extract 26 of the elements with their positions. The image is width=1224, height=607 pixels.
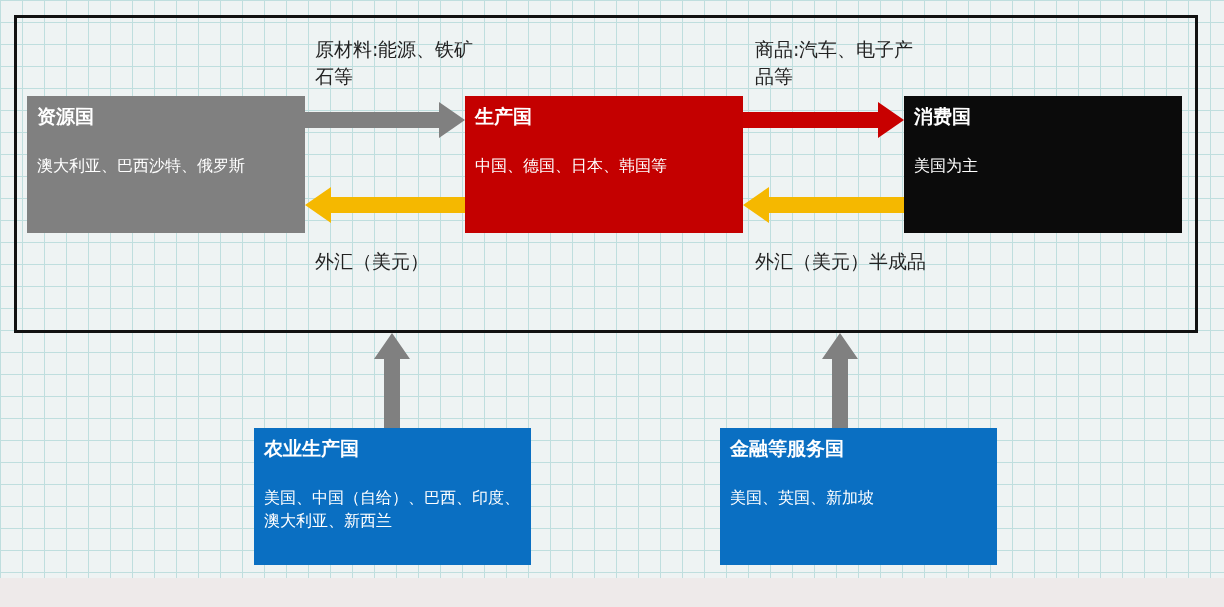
box-heading: 金融等服务国 xyxy=(730,436,845,461)
edge-label: 商品:汽车、电子产品等 xyxy=(755,37,915,89)
edge-label: 原材料:能源、铁矿石等 xyxy=(315,37,475,89)
country-group-box xyxy=(465,96,743,233)
block-arrow xyxy=(305,102,465,138)
frame-box xyxy=(14,15,1198,333)
block-arrow xyxy=(305,187,465,223)
box-heading: 农业生产国 xyxy=(264,436,360,461)
country-list: 美国为主 xyxy=(914,154,1172,178)
edge-label: 外汇（美元） xyxy=(315,249,430,274)
country-list: 美国、英国、新加坡 xyxy=(730,486,987,510)
block-arrow xyxy=(374,333,410,428)
edge-label: 外汇（美元）半成品 xyxy=(755,249,927,274)
country-list: 中国、德国、日本、韩国等 xyxy=(475,154,733,178)
country-group-box xyxy=(904,96,1182,233)
block-arrow xyxy=(743,187,904,223)
block-arrow xyxy=(822,333,858,428)
box-heading: 生产国 xyxy=(475,104,533,129)
block-arrow xyxy=(743,102,904,138)
country-list: 澳大利亚、巴西沙特、俄罗斯 xyxy=(37,154,295,178)
country-group-box xyxy=(720,428,997,565)
country-group-box xyxy=(254,428,531,565)
box-heading: 消费国 xyxy=(914,104,972,129)
country-group-box xyxy=(27,96,305,233)
box-heading: 资源国 xyxy=(37,104,95,129)
country-list: 美国、中国（自给）、巴西、印度、澳大利亚、新西兰 xyxy=(264,486,521,533)
